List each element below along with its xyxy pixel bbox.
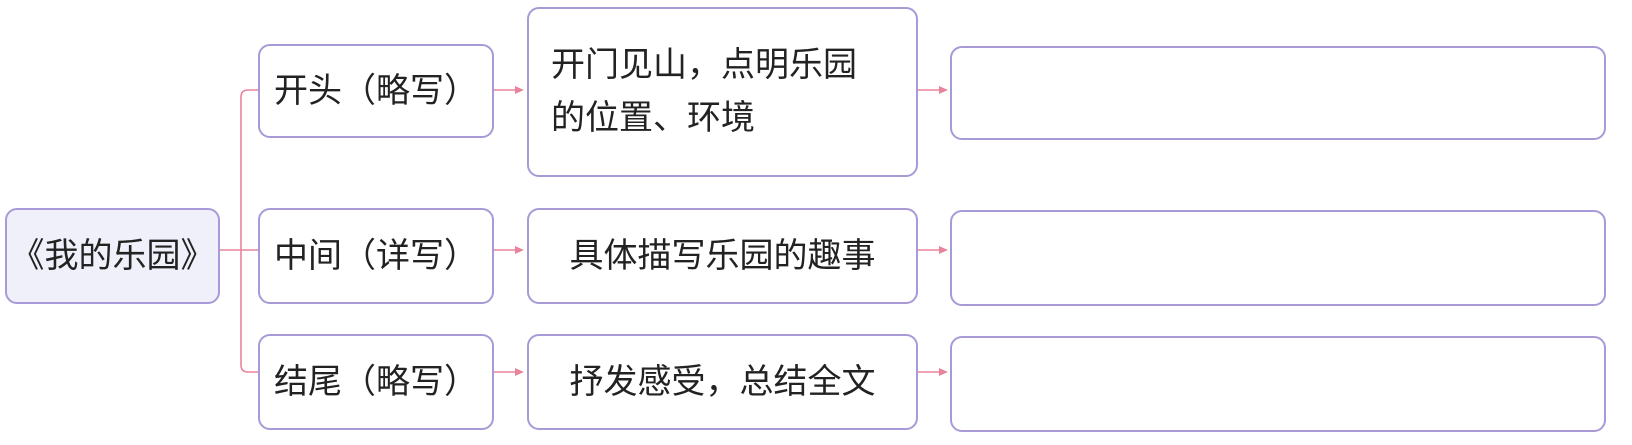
arrow-icon (515, 368, 524, 376)
content-label: 抒发感受，总结全文 (569, 361, 876, 402)
answer-box-beginning[interactable] (950, 46, 1606, 140)
branch-bracket (240, 89, 258, 373)
root-label: 《我的乐园》 (10, 235, 215, 276)
answer-box-middle[interactable] (950, 210, 1606, 306)
content-line: 开门见山，点明乐园 (551, 45, 857, 86)
content-node-beginning: 开门见山，点明乐园的位置、环境 (527, 7, 918, 177)
arrow-icon (939, 246, 948, 254)
section-node-beginning: 开头（略写） (258, 44, 494, 138)
content-node-ending: 抒发感受，总结全文 (527, 334, 918, 430)
section-node-middle: 中间（详写） (258, 208, 494, 304)
content-node-middle: 具体描写乐园的趣事 (527, 208, 918, 304)
content-label: 具体描写乐园的趣事 (569, 235, 876, 276)
arrow-icon (939, 368, 948, 376)
arrow-icon (515, 246, 524, 254)
arrow-icon (515, 86, 524, 94)
answer-box-ending[interactable] (950, 336, 1606, 432)
root-node: 《我的乐园》 (5, 208, 220, 304)
section-label: 中间（详写） (274, 235, 478, 276)
section-label: 开头（略写） (274, 70, 478, 111)
section-node-ending: 结尾（略写） (258, 334, 494, 430)
section-label: 结尾（略写） (274, 361, 478, 402)
arrow-icon (939, 86, 948, 94)
content-line: 的位置、环境 (551, 98, 755, 138)
